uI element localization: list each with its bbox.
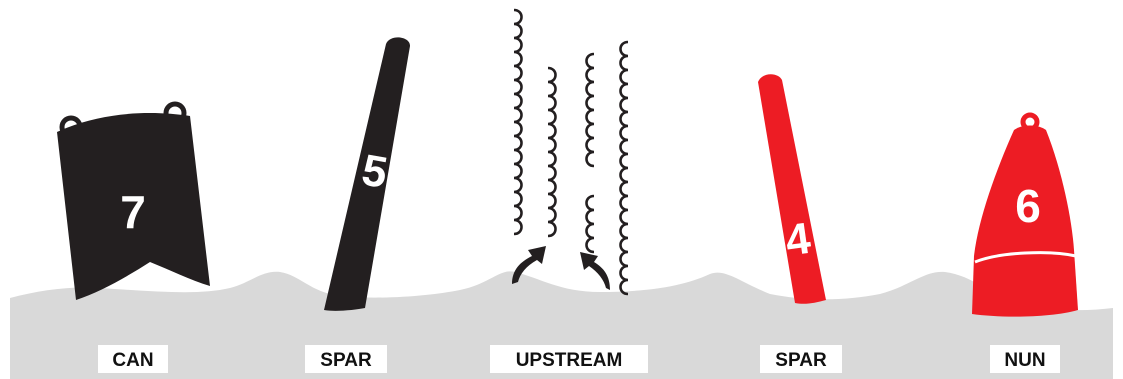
red-spar-buoy: 4 — [758, 74, 826, 304]
current-line-4 — [621, 42, 629, 294]
upstream-arrow-right-icon — [580, 252, 610, 290]
label-can: CAN — [112, 350, 153, 371]
current-line-3 — [587, 54, 595, 252]
label-nun: NUN — [1004, 350, 1045, 371]
current-line-1 — [514, 10, 522, 234]
nun-buoy-number: 6 — [1015, 180, 1041, 232]
red-spar-body — [758, 74, 826, 304]
label-upstream: UPSTREAM — [516, 350, 623, 371]
nun-buoy: 6 — [972, 115, 1078, 317]
label-red-spar: SPAR — [775, 350, 827, 371]
can-buoy-number: 7 — [120, 186, 146, 238]
current-line-2 — [548, 68, 556, 236]
label-black-spar: SPAR — [320, 350, 372, 371]
can-buoy: 7 — [57, 104, 210, 300]
black-spar-buoy: 5 — [324, 37, 410, 310]
